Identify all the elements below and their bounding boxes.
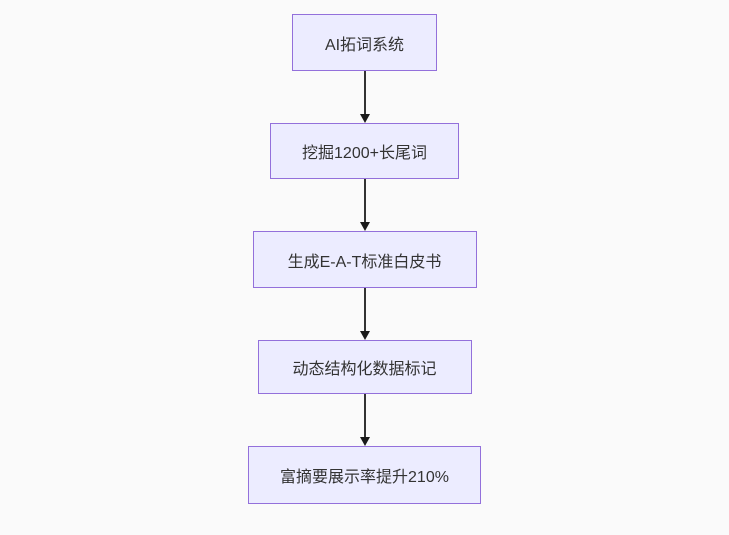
flow-node-label: 动态结构化数据标记 [292, 361, 437, 378]
flow-node-rich-snippet-result: 富摘要展示率提升210% [248, 446, 481, 504]
flow-node-label: AI拓词系统 [324, 36, 405, 54]
flow-node-label: 挖掘1200+长尾词 [302, 145, 427, 162]
flow-arrow-2 [359, 179, 370, 231]
flow-node-label: 生成E-A-T标准白皮书 [287, 253, 442, 271]
flow-node-eat-whitepaper: 生成E-A-T标准白皮书 [252, 231, 477, 288]
arrowhead-down-icon [359, 222, 370, 231]
flow-arrow-1 [359, 71, 370, 123]
arrow-line [363, 394, 366, 437]
flow-node-label: 富摘要展示率提升210% [280, 469, 449, 486]
arrowhead-down-icon [359, 437, 370, 446]
flow-node-structured-data: 动态结构化数据标记 [257, 340, 472, 394]
flow-arrow-3 [359, 288, 370, 340]
arrow-line [363, 179, 366, 222]
flow-arrow-4 [359, 394, 370, 446]
arrowhead-down-icon [359, 114, 370, 123]
arrow-line [363, 71, 366, 114]
arrowhead-down-icon [359, 331, 370, 340]
flow-node-longtail-mining: 挖掘1200+长尾词 [270, 123, 459, 179]
arrow-line [363, 288, 366, 331]
flow-node-ai-word-system: AI拓词系统 [292, 14, 437, 71]
